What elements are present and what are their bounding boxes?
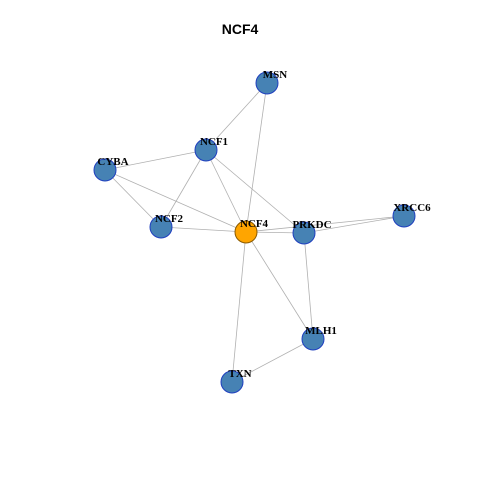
node-ncf4: NCF4 bbox=[234, 218, 269, 244]
edge-cyba-ncf2 bbox=[104, 169, 162, 228]
node-label: PRKDC bbox=[292, 219, 331, 231]
node-label: XRCC6 bbox=[393, 202, 431, 214]
node-mlh1: MLH1 bbox=[301, 325, 337, 351]
edge-ncf4-xrcc6 bbox=[245, 215, 405, 233]
node-label: MLH1 bbox=[305, 325, 337, 337]
node-circle bbox=[220, 370, 244, 394]
node-ncf2: NCF2 bbox=[149, 213, 184, 239]
node-circle bbox=[194, 138, 218, 162]
node-label: TXN bbox=[228, 368, 251, 380]
node-circle bbox=[149, 215, 173, 239]
edge-ncf1-ncf2 bbox=[160, 149, 207, 228]
edge-ncf1-cyba bbox=[104, 149, 207, 171]
node-label: MSN bbox=[263, 69, 288, 81]
node-label: CYBA bbox=[97, 156, 128, 168]
node-circle bbox=[255, 71, 279, 95]
node-msn: MSN bbox=[255, 69, 288, 95]
edge-ncf4-mlh1 bbox=[245, 231, 314, 340]
page-title: NCF4 bbox=[221, 21, 259, 37]
node-circle bbox=[234, 220, 258, 244]
edge-ncf1-prkdc bbox=[205, 149, 305, 234]
node-circle bbox=[292, 221, 316, 245]
edge-cyba-ncf4 bbox=[104, 169, 247, 233]
edge-msn-ncf1 bbox=[205, 82, 268, 151]
node-label: NCF2 bbox=[155, 213, 184, 225]
edge-msn-ncf4 bbox=[245, 82, 268, 233]
node-circle bbox=[301, 327, 325, 351]
edges-layer bbox=[104, 82, 405, 383]
edge-prkdc-xrcc6 bbox=[303, 215, 405, 234]
node-circle bbox=[93, 158, 117, 182]
node-cyba: CYBA bbox=[93, 156, 129, 182]
edge-ncf4-txn bbox=[231, 231, 247, 383]
edge-prkdc-mlh1 bbox=[303, 232, 314, 340]
edge-mlh1-txn bbox=[231, 338, 314, 383]
node-prkdc: PRKDC bbox=[292, 219, 332, 245]
node-txn: TXN bbox=[220, 368, 252, 394]
node-ncf1: NCF1 bbox=[194, 136, 228, 162]
node-circle bbox=[392, 204, 416, 228]
node-label: NCF1 bbox=[200, 136, 228, 148]
edge-ncf2-ncf4 bbox=[160, 226, 247, 233]
edge-ncf1-ncf4 bbox=[205, 149, 247, 233]
node-label: NCF4 bbox=[240, 218, 269, 230]
node-xrcc6: XRCC6 bbox=[392, 202, 431, 228]
